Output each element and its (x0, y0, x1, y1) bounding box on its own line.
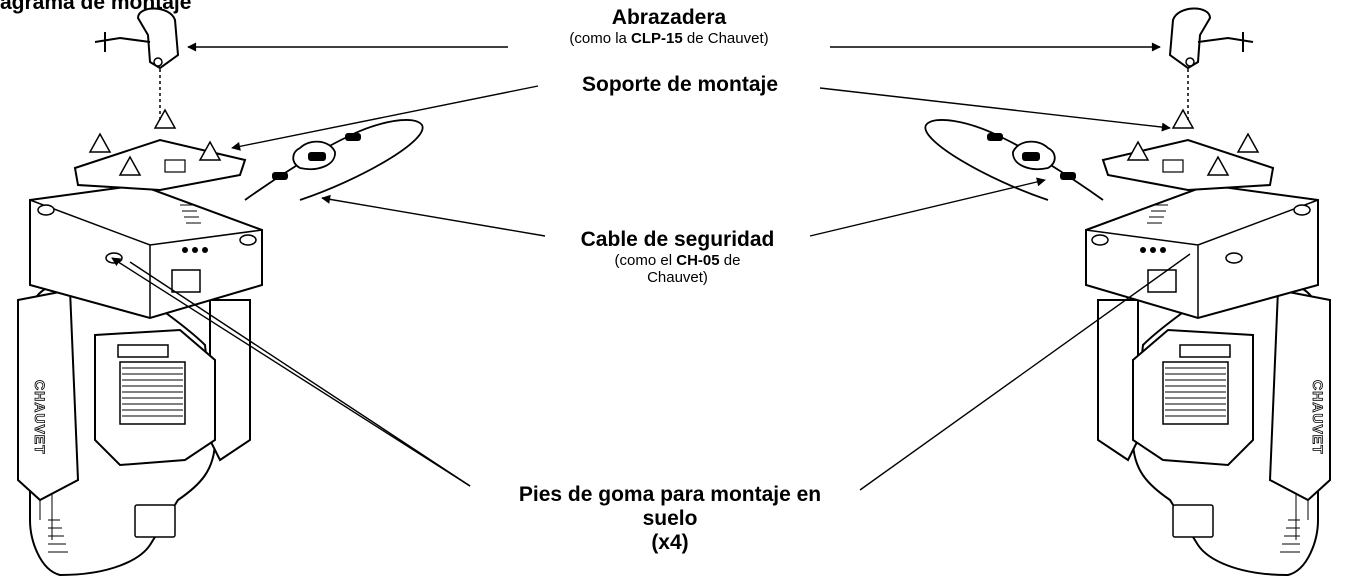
feet-line1: Pies de goma para montaje en (518, 483, 822, 506)
feet-line2: suelo (642, 507, 698, 531)
bracket-leader-right (819, 87, 1171, 132)
safety-subtitle-line2: Chauvet) (647, 269, 708, 287)
safety-title: Cable de seguridad (580, 228, 775, 251)
bracket-leader-left (231, 85, 539, 151)
safety-leader-left (321, 194, 546, 237)
bracket-label: Soporte de montaje (581, 73, 779, 96)
safety-leader-right (809, 177, 1046, 237)
feet-line3: (x4) (651, 531, 689, 555)
leader-lines (111, 42, 1191, 491)
feet-label: Pies de goma para montaje en suelo (x4) (470, 483, 870, 555)
left-fixture-brand: CHAUVET (32, 380, 48, 455)
page-title: agrama de montaje (0, 0, 192, 14)
clamp-subtitle: (como la CLP-15 de Chauvet) (569, 30, 769, 48)
feet-leader-left-plain (129, 261, 471, 487)
right-fixture (924, 7, 1331, 577)
clamp-title: Abrazadera (611, 6, 727, 29)
feet-leader-right (859, 253, 1191, 491)
clamp-label: Abrazadera (como la CLP-15 de Chauvet) (508, 6, 830, 47)
safety-subtitle: (como el CH-05 de (614, 252, 741, 270)
right-fixture-brand: CHAUVET (1310, 380, 1326, 455)
left-fixture: CHAUVET (17, 7, 424, 577)
feet-leader-left-arrow (111, 257, 471, 487)
safety-label: Cable de seguridad (como el CH-05 de Cha… (545, 228, 810, 287)
